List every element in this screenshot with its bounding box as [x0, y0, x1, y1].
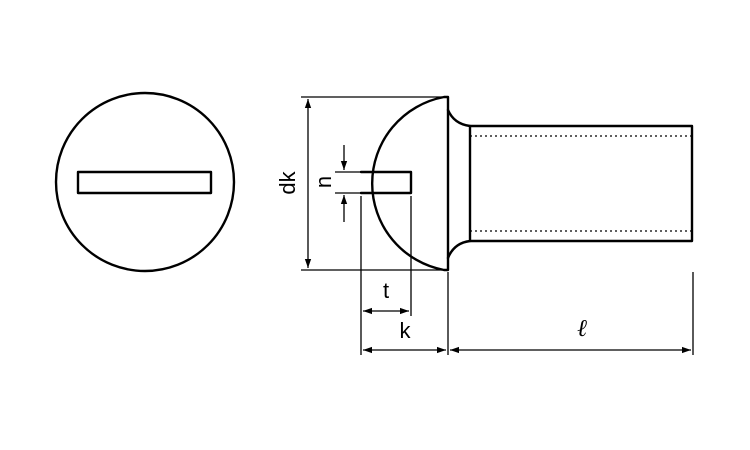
side-view	[359, 95, 694, 272]
slot-top-view	[76, 170, 213, 195]
top-view	[54, 91, 236, 273]
n-label: n	[311, 176, 336, 188]
length-label: ℓ	[577, 314, 587, 342]
dk-label: dk	[275, 170, 300, 194]
neck-fillet	[446, 108, 472, 260]
head-circle	[54, 91, 236, 273]
dimensions: dk n t k ℓ	[275, 96, 694, 355]
shank	[468, 124, 694, 243]
slot-side-view	[359, 170, 413, 195]
k-label: k	[400, 318, 412, 343]
t-label: t	[383, 278, 389, 303]
head-outline	[370, 95, 450, 272]
